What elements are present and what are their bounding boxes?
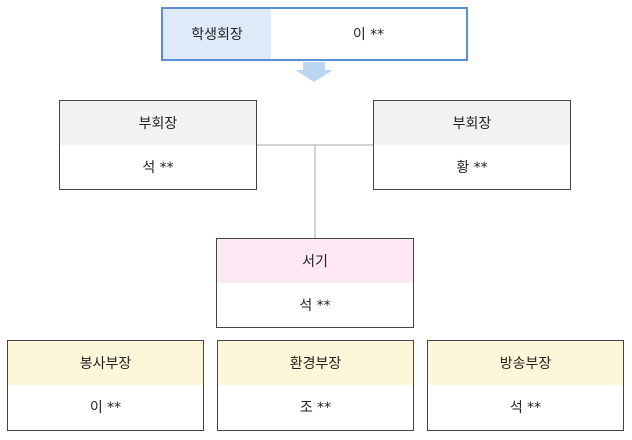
department-box-volunteer: 봉사부장 이 ** (7, 340, 204, 431)
vice-president-box-left: 부회장 석 ** (59, 100, 257, 190)
vice-president-box-right: 부회장 황 ** (373, 100, 571, 190)
department-box-environment: 환경부장 조 ** (217, 340, 414, 431)
vice-president-title: 부회장 (374, 101, 570, 145)
vice-president-title: 부회장 (60, 101, 256, 145)
president-name: 이 ** (352, 27, 385, 43)
secretary-title: 서기 (217, 239, 413, 283)
department-name: 조 ** (299, 400, 332, 416)
vice-president-name: 황 ** (456, 160, 488, 176)
department-title: 방송부장 (428, 341, 623, 385)
secretary-box: 서기 석 ** (216, 238, 414, 328)
secretary-name: 석 ** (299, 298, 331, 314)
department-name: 석 ** (509, 400, 542, 416)
president-title: 학생회장 (163, 9, 271, 59)
department-box-broadcast: 방송부장 석 ** (427, 340, 624, 431)
department-title: 봉사부장 (8, 341, 203, 385)
vice-president-name: 석 ** (142, 160, 174, 176)
down-arrow-icon (295, 62, 333, 82)
president-box: 학생회장 이 ** (161, 7, 468, 61)
department-name: 이 ** (89, 400, 122, 416)
department-title: 환경부장 (218, 341, 413, 385)
